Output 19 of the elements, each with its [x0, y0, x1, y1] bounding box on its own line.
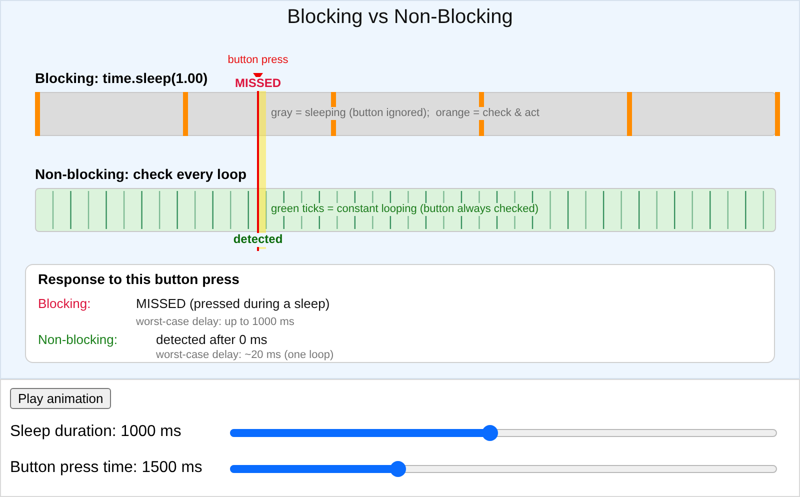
status-text: detected after 0 ms: [156, 333, 268, 348]
slider-label: Button press time: 1500 ms: [10, 459, 202, 478]
panel-heading: Response to this button press: [38, 271, 240, 288]
play-button: Play animation: [10, 388, 112, 409]
diagram-title: Blocking vs Non-Blocking: [287, 6, 513, 29]
section-heading: Non-blocking: check every loop: [35, 166, 247, 182]
row-label: Non-blocking:: [38, 333, 118, 348]
delay-note: worst-case delay: up to 1000 ms: [136, 316, 294, 329]
response-panel: [25, 264, 775, 363]
slider-label: Sleep duration: 1000 ms: [10, 423, 182, 442]
status-text: MISSED (pressed during a sleep): [136, 297, 330, 312]
bar-caption: gray = sleeping (button ignored); orange = check & act: [269, 107, 542, 120]
status-tag: MISSED: [234, 77, 282, 91]
section-heading: Blocking: time.sleep(1.00): [35, 70, 208, 86]
bar-caption: green ticks = constant looping (button always checked): [269, 203, 541, 216]
row-label: Blocking:: [38, 297, 91, 312]
status-tag: detected: [232, 233, 284, 247]
marker-label: button press: [228, 54, 288, 67]
delay-note: worst-case delay: ~20 ms (one loop): [156, 349, 334, 362]
